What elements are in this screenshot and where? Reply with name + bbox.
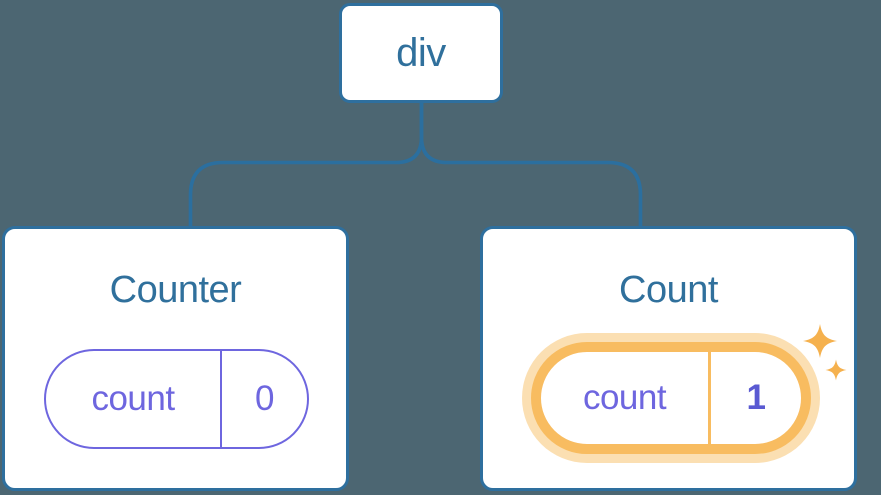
sparkle-icon-small — [825, 359, 847, 381]
connector-branch-left — [188, 103, 424, 227]
sparkle-icon-large — [803, 324, 837, 358]
connector-branch-right — [419, 103, 643, 227]
state-pill-divider — [708, 352, 711, 444]
root-node-div: div — [339, 3, 503, 103]
state-key: count — [582, 378, 667, 417]
root-node-label: div — [396, 30, 446, 75]
component-title: Counter — [109, 269, 242, 311]
state-value: 0 — [255, 379, 274, 418]
state-pill: count 0 — [44, 349, 309, 449]
state-key: count — [91, 379, 175, 418]
component-title: Count — [619, 269, 718, 311]
component-card-counter: Counter count 0 — [2, 226, 349, 491]
state-pill-highlighted: count 1 — [531, 342, 811, 454]
component-card-count: Count count 1 — [480, 226, 857, 491]
state-pill-divider — [220, 351, 222, 447]
state-value: 1 — [746, 378, 766, 417]
